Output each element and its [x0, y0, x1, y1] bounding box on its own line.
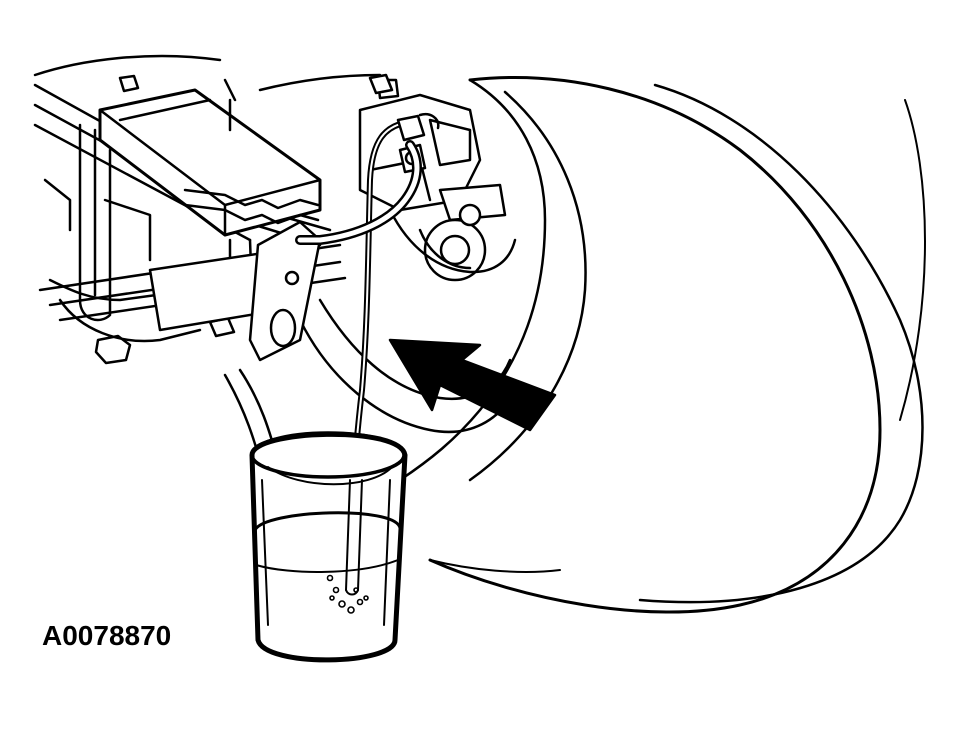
- pointer-arrow-icon: [388, 338, 557, 432]
- brake-fluid-icon: [253, 511, 402, 573]
- leaf-spring-suspension-icon: [33, 54, 394, 482]
- fluid-container-icon: [249, 431, 408, 663]
- brake-caliper-icon: [358, 78, 507, 227]
- air-bubbles-icon: [326, 574, 369, 614]
- tire-icon: [398, 76, 926, 614]
- figure-id-label: A0078870: [42, 620, 172, 651]
